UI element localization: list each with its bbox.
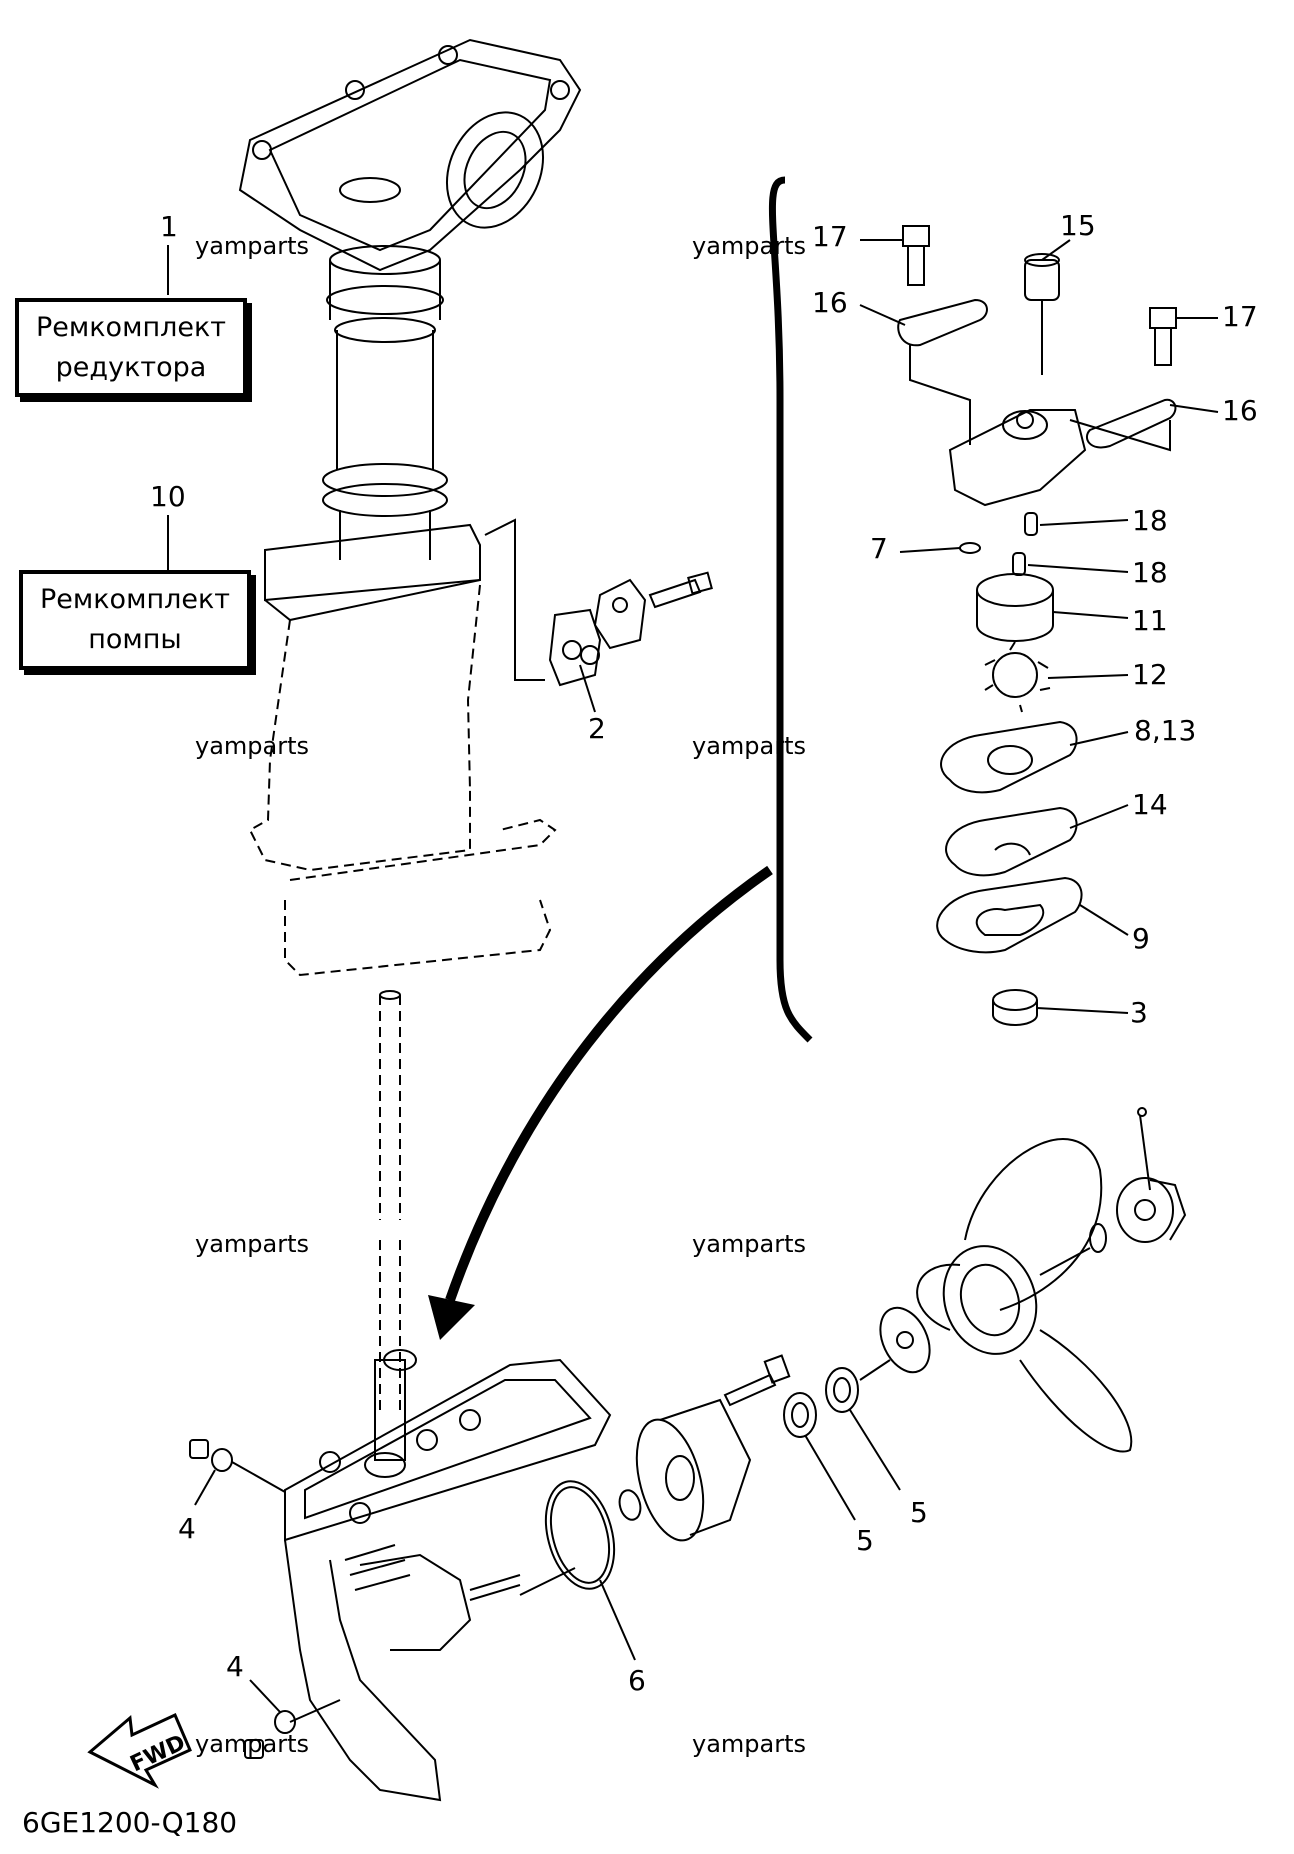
callout-9: 9 (1132, 922, 1150, 955)
callout-15: 15 (1060, 209, 1096, 242)
propeller-shaft-assembly (519, 1107, 1187, 1661)
kit-callouts: 1 10 (150, 210, 186, 570)
drain-plug-upper (189, 1439, 286, 1506)
callout-18: 18 (1132, 556, 1168, 589)
water-pump-inset (768, 176, 1219, 1043)
lower-casing-outline (248, 584, 557, 1410)
drive-shaft-housing (264, 245, 481, 622)
watermark: yamparts (692, 732, 806, 760)
kit-line2: редуктора (55, 351, 207, 383)
callout-5: 5 (856, 1524, 874, 1557)
callout-7: 7 (870, 532, 888, 565)
part-callouts: 2 3 4 4 5 5 6 7 8,13 9 11 12 14 15 16 16… (178, 209, 1258, 1697)
callout-17: 17 (1222, 300, 1258, 333)
callout-6: 6 (628, 1664, 646, 1697)
callout-8-13: 8,13 (1134, 714, 1196, 747)
callout-17: 17 (812, 220, 848, 253)
bolt-17-right (1149, 307, 1218, 366)
forward-direction-arrow: FWD (87, 1712, 192, 1789)
watermark: yamparts (195, 732, 309, 760)
callout-16: 16 (812, 286, 848, 319)
callout-16: 16 (1222, 394, 1258, 427)
gear-case (189, 1349, 612, 1802)
callout-18: 18 (1132, 504, 1168, 537)
callout-4: 4 (178, 1512, 196, 1545)
kit-number: 1 (160, 210, 178, 243)
pump-repair-kit-label[interactable]: Ремкомплект помпы (19, 570, 251, 670)
watermark: yamparts (692, 232, 806, 260)
watermark: yamparts (692, 1230, 806, 1258)
kit-line2: помпы (88, 624, 182, 655)
callout-4: 4 (226, 1650, 244, 1683)
gear-repair-kit-label[interactable]: Ремкомплект редуктора (15, 298, 247, 397)
callout-14: 14 (1132, 788, 1168, 821)
callout-5: 5 (910, 1496, 928, 1529)
assembly-arrow (428, 865, 773, 1340)
watermark: yamparts (692, 1730, 806, 1758)
callout-12: 12 (1132, 658, 1168, 691)
bolt-17-left (860, 225, 930, 286)
diagram-code: 6GE1200-Q180 (22, 1806, 237, 1839)
kit-line1: Ремкомплект (39, 584, 230, 615)
watermark: yamparts (195, 232, 309, 260)
watermark: yamparts (195, 1230, 309, 1258)
watermark: yamparts (195, 1730, 309, 1758)
kit-number: 10 (150, 480, 186, 513)
upper-casing (238, 38, 582, 272)
callout-3: 3 (1130, 996, 1148, 1029)
kit-line1: Ремкомплект (35, 311, 226, 343)
callout-11: 11 (1132, 604, 1168, 637)
callout-2: 2 (588, 712, 606, 745)
grommet-cover-assembly (484, 518, 713, 713)
watermarks: yamparts yamparts yamparts yamparts yamp… (195, 232, 806, 1758)
drain-plug-lower (244, 1679, 341, 1759)
